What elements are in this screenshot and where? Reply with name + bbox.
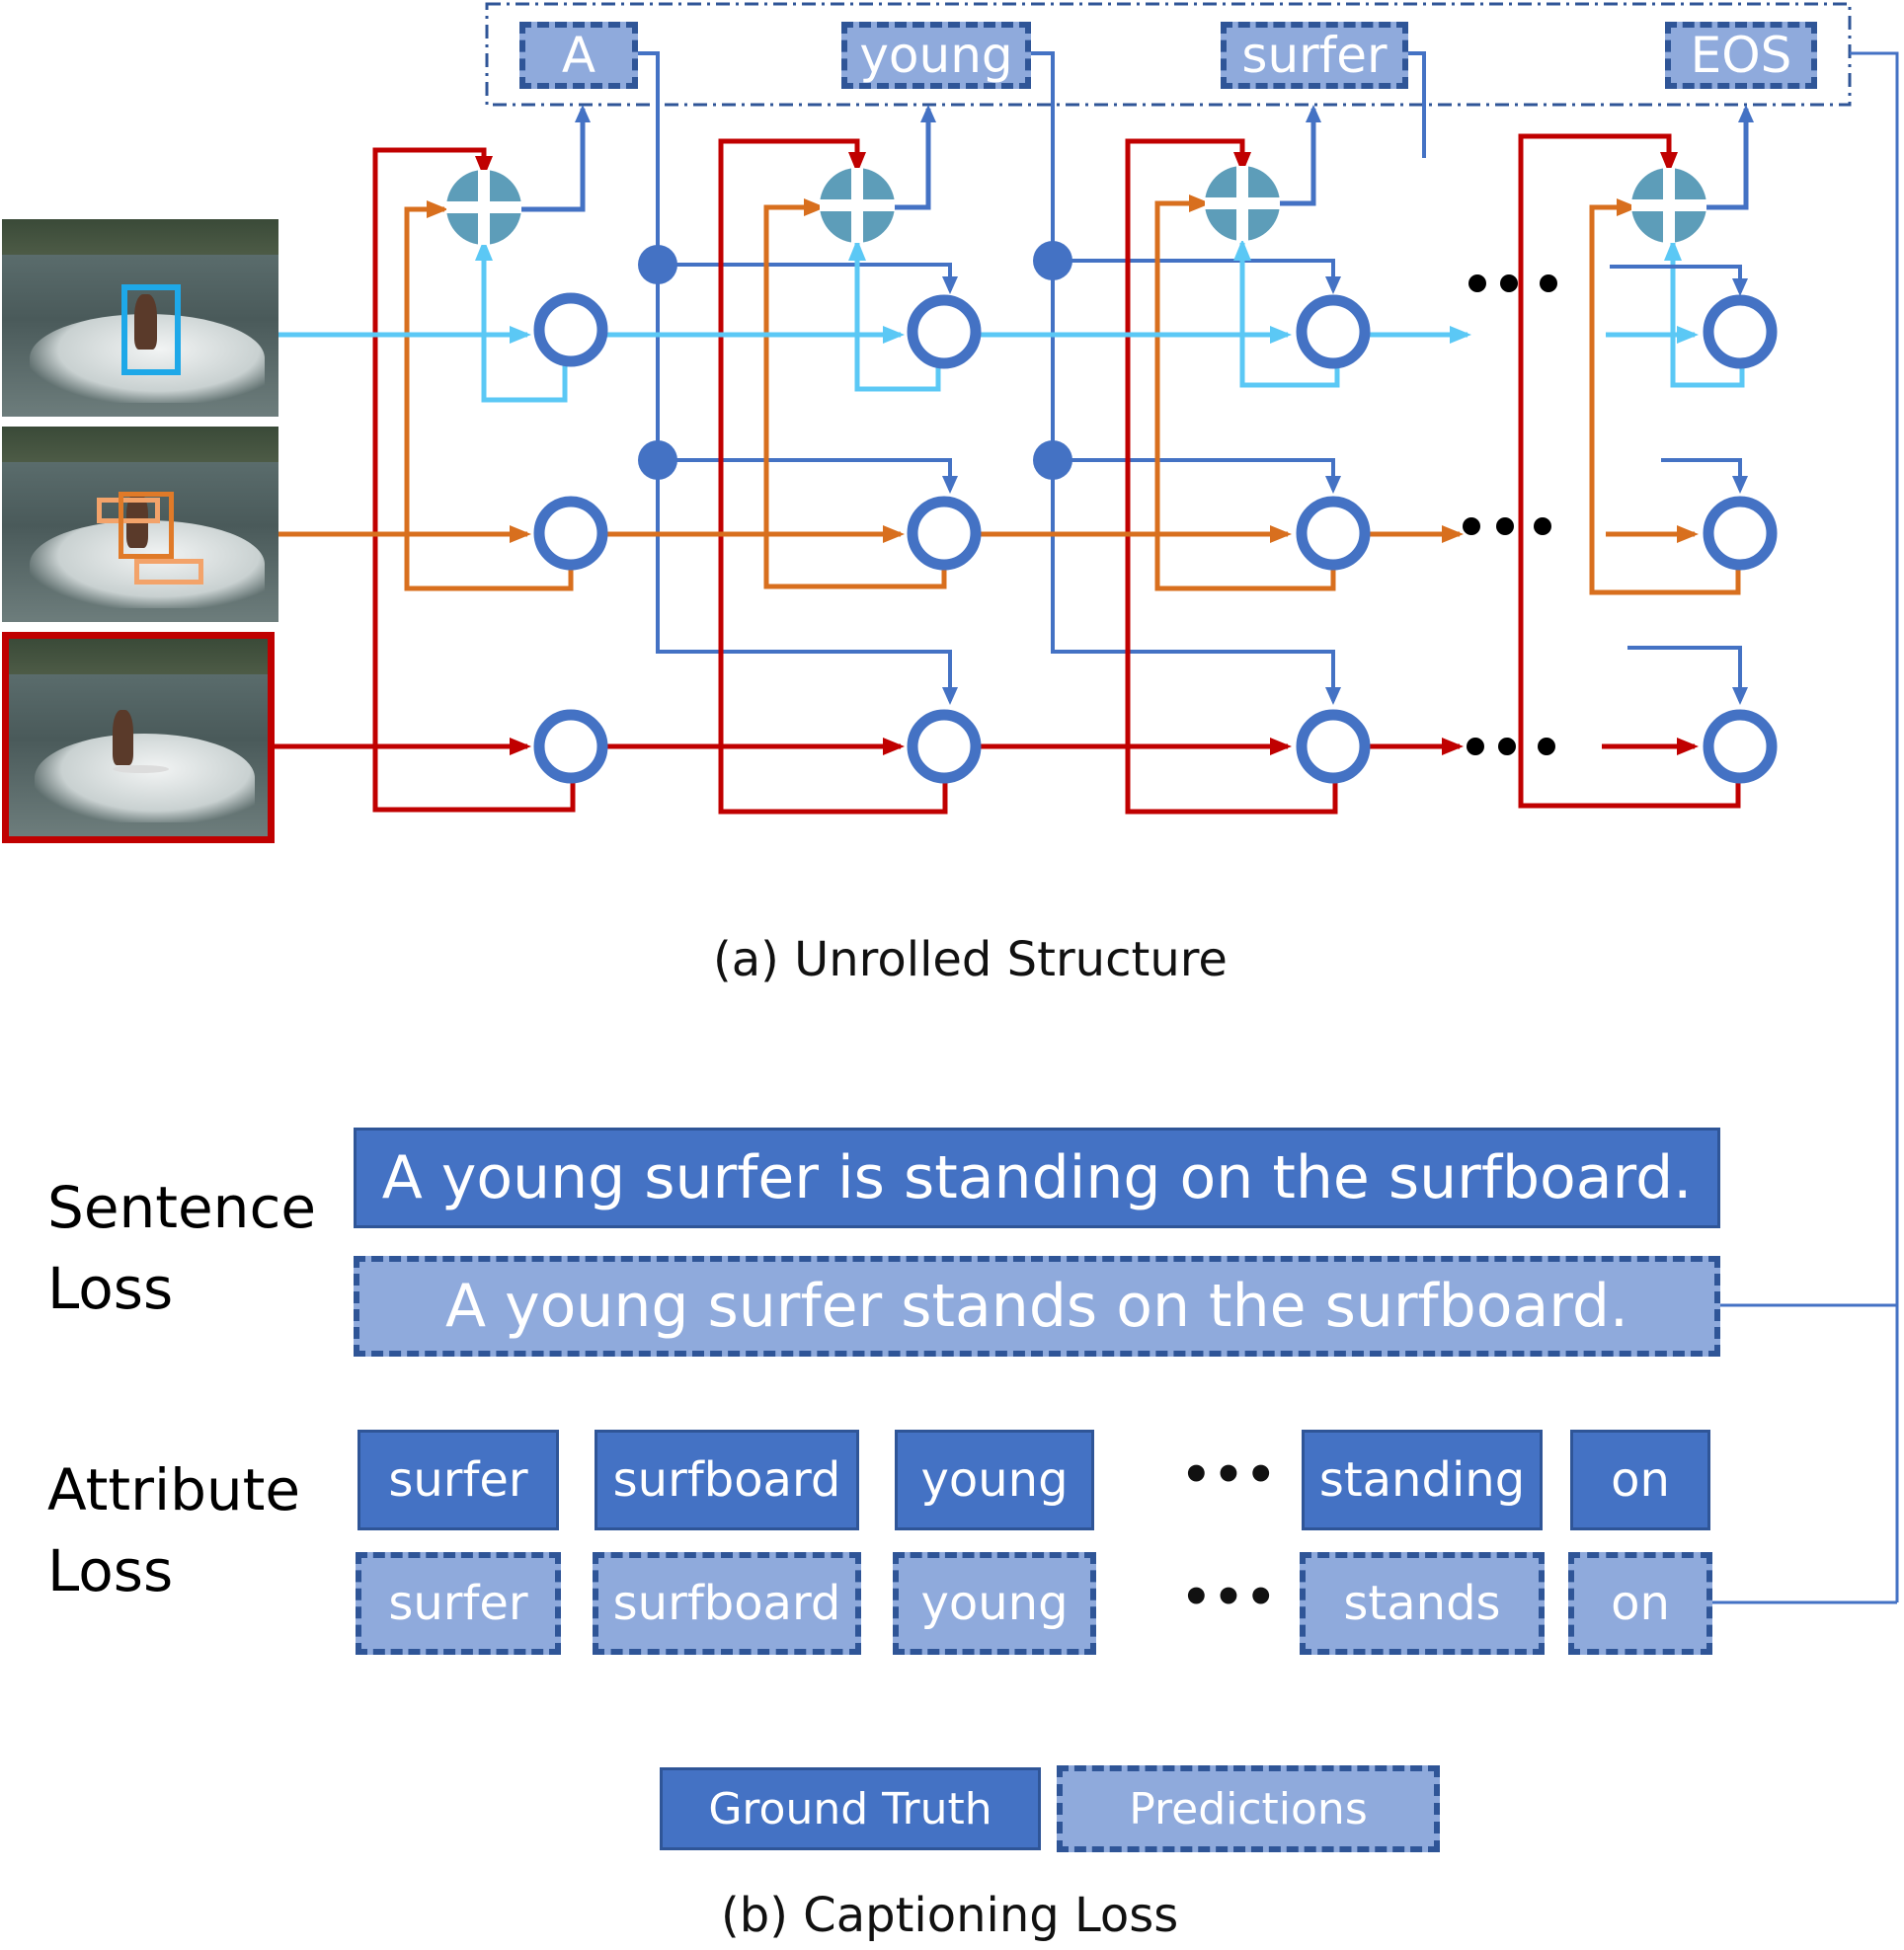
attribute-pred-ellipsis: ••• <box>1181 1570 1279 1625</box>
caption-b: (b) Captioning Loss <box>721 1888 1179 1943</box>
plus-node-icon <box>820 168 895 243</box>
attribute-gt-surfboard: surfboard <box>595 1430 859 1530</box>
branch-dot-icon <box>638 440 677 480</box>
attribute-loss-label-line2: Loss <box>47 1537 174 1604</box>
sentence-prediction: A young surfer stands on the surfboard. <box>354 1256 1720 1357</box>
attribute-gt-surfer: surfer <box>357 1430 559 1530</box>
plus-node-icon <box>1631 168 1706 243</box>
output-frame <box>485 2 1852 107</box>
region-box-3 <box>134 559 203 585</box>
attribute-pred-surfboard: surfboard <box>593 1552 861 1655</box>
plus-node-icon <box>446 170 521 245</box>
attribute-pred-stands: stands <box>1300 1552 1545 1655</box>
branch-dot-icon <box>638 245 677 284</box>
timestep-3 <box>978 51 1471 815</box>
region-box-1 <box>97 498 160 523</box>
timestep-1 <box>272 105 591 813</box>
attribute-gt-on: on <box>1570 1430 1710 1530</box>
sentence-loss-label-line1: Sentence <box>47 1174 317 1241</box>
output-word-surfer: surfer <box>1221 22 1408 89</box>
timestep-2 <box>606 51 958 815</box>
output-word-eos: EOS <box>1665 22 1817 89</box>
attribute-pred-on: on <box>1568 1552 1712 1655</box>
caption-a: (a) Unrolled Structure <box>713 932 1228 987</box>
sentence-ground-truth: A young surfer is standing on the surfbo… <box>354 1128 1720 1228</box>
timestep-final <box>1518 105 1754 809</box>
attribute-gt-young: young <box>895 1430 1094 1530</box>
lstm-cell-icon <box>533 292 1778 784</box>
ellipsis-icon <box>1463 274 1557 755</box>
input-photo-whole-image <box>2 632 275 843</box>
region-box-person <box>121 284 181 375</box>
attribute-loss-label-line1: Attribute <box>47 1456 301 1523</box>
attribute-gt-standing: standing <box>1302 1430 1543 1530</box>
region-box-2 <box>119 492 174 559</box>
plus-node-icon <box>1205 166 1280 241</box>
attribute-pred-young: young <box>893 1552 1096 1655</box>
branch-dot-icon <box>1033 241 1072 280</box>
sentence-loss-label: Sentence Loss <box>47 1167 316 1329</box>
attribute-pred-surfer: surfer <box>356 1552 561 1655</box>
branch-dot-icon <box>1033 440 1072 480</box>
attribute-loss-label: Attribute Loss <box>47 1449 300 1611</box>
input-photo-person-region <box>2 219 278 417</box>
legend-predictions: Predictions <box>1057 1765 1440 1852</box>
legend-ground-truth: Ground Truth <box>660 1767 1041 1850</box>
output-word-young: young <box>841 22 1031 89</box>
input-photo-object-regions <box>2 427 278 622</box>
output-word-a: A <box>519 22 638 89</box>
sentence-loss-label-line2: Loss <box>47 1255 174 1322</box>
attribute-gt-ellipsis: ••• <box>1181 1447 1279 1503</box>
loss-connector-line <box>1850 51 1899 1599</box>
